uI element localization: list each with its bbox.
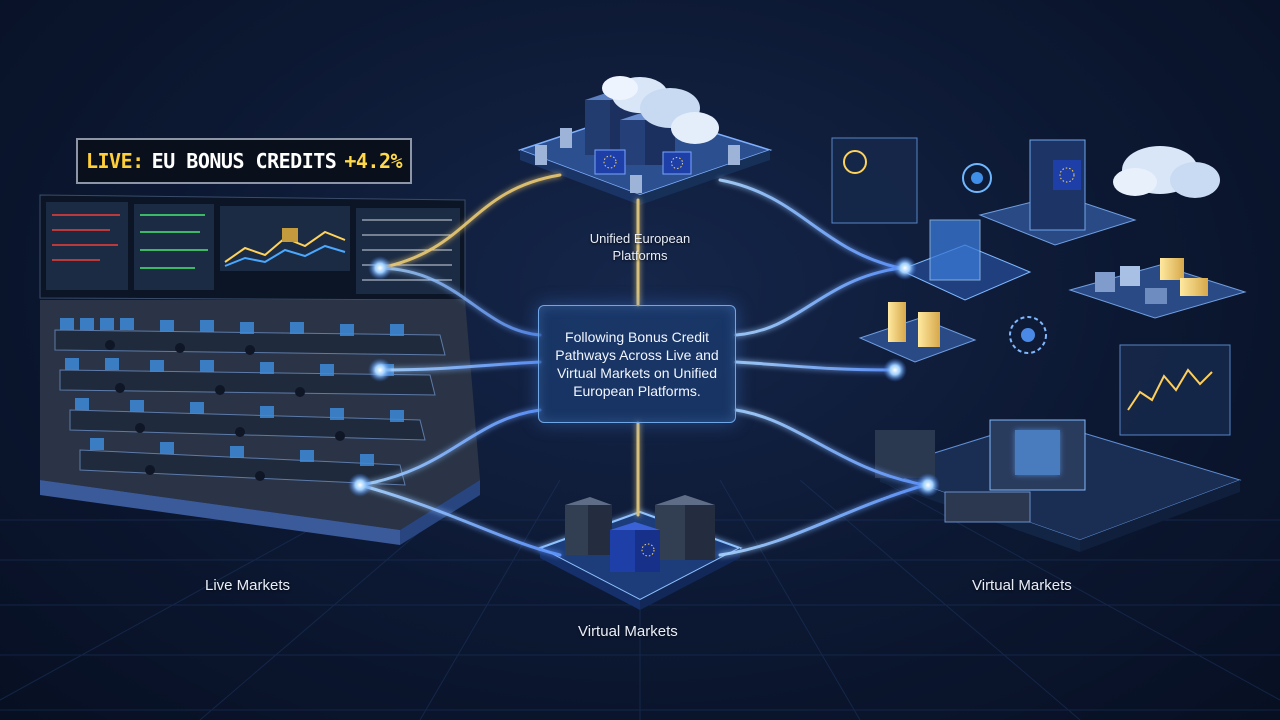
unified-platforms-label: Unified European Platforms (589, 231, 691, 263)
chip-icon (962, 163, 992, 193)
eu-flag-icon (1053, 160, 1081, 190)
ticker-text: EU BONUS CREDITS (151, 149, 337, 173)
cloud-icon (602, 76, 719, 144)
gear-icon (1009, 316, 1047, 354)
pathway-callout: Following Bonus Credit Pathways Across L… (538, 305, 736, 423)
eu-flag-icon (594, 149, 692, 175)
virtual-markets-lab (831, 137, 1247, 552)
callout-text: Following Bonus Credit Pathways Across L… (555, 329, 719, 399)
eu-flag-icon (610, 522, 660, 572)
pathway-nodes (348, 256, 940, 497)
unified-platform (517, 76, 773, 205)
cloud-icon (1113, 146, 1220, 198)
live-ticker-sign: LIVE: EU BONUS CREDITS +4.2% (76, 138, 412, 184)
ticker-change: +4.2% (344, 149, 403, 173)
ticker-prefix: LIVE: (85, 149, 144, 173)
virtual-markets-label-bottom: Virtual Markets (578, 623, 678, 640)
virtual-markets-label-right: Virtual Markets (972, 577, 1072, 594)
credit-pathways (358, 173, 927, 557)
live-markets-label: Live Markets (205, 577, 291, 594)
live-markets-floor (39, 194, 480, 545)
virtual-platform-center (537, 495, 743, 610)
